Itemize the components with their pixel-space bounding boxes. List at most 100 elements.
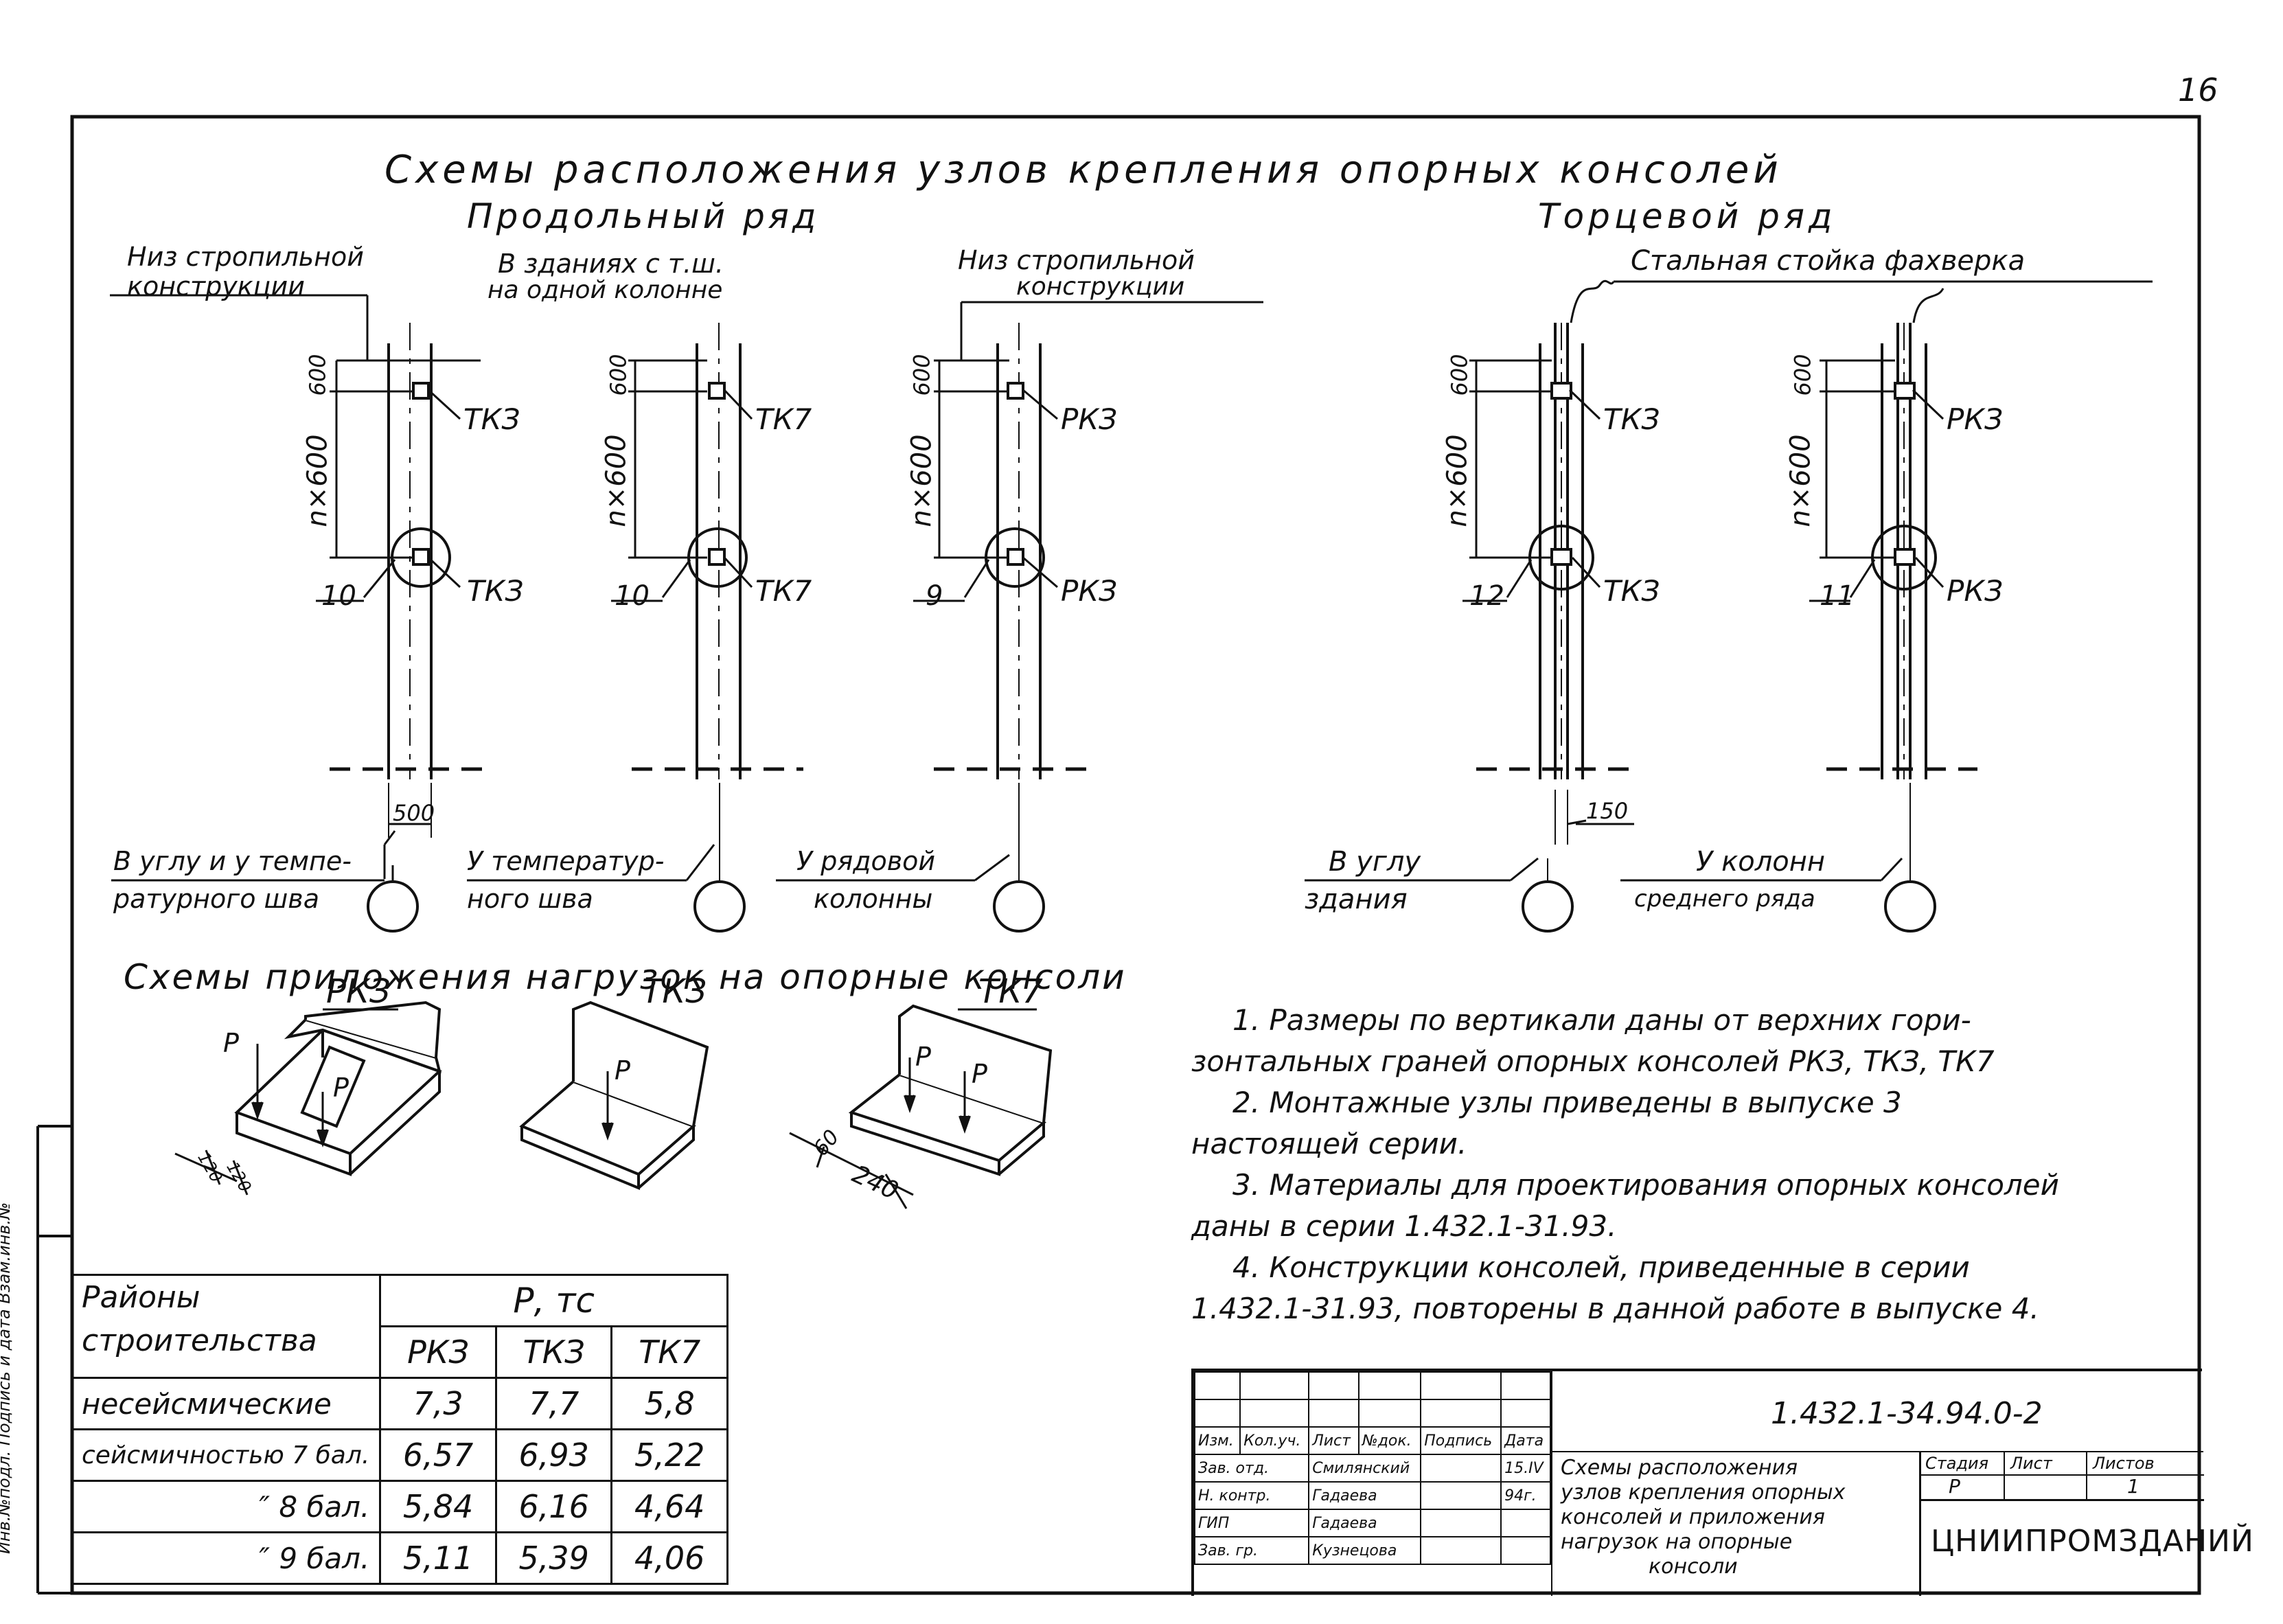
table-header-region-1: Районы <box>82 1280 200 1315</box>
col3-dim-top: 600 <box>908 354 935 396</box>
table-row: сейсмичностью 7 бал. 6,57 6,93 5,22 <box>72 1428 729 1482</box>
table-header-region-2: строительства <box>82 1323 317 1358</box>
column-scheme-4 <box>1305 279 2153 933</box>
col2-label-a: У температур- <box>467 846 665 876</box>
table-row-label: ″ 8 бал. <box>72 1480 382 1533</box>
table-row-label: несейсмические <box>72 1377 382 1430</box>
stage-value: Р <box>1949 1475 1960 1498</box>
col4-dim-top: 600 <box>1446 354 1473 396</box>
col4-dim-n: n×600 <box>1441 434 1473 527</box>
note-line: 3. Материалы для проектирования опорных … <box>1232 1168 2059 1202</box>
table-header-region: Районы строительства <box>72 1274 382 1379</box>
table-cell: 4,64 <box>610 1480 729 1533</box>
date: 15.IV <box>1500 1454 1551 1483</box>
col2-dim-top: 600 <box>605 354 632 396</box>
note-line: 1. Размеры по вертикали даны от верхних … <box>1232 1003 1971 1037</box>
col3-label-a: У рядовой <box>796 846 936 876</box>
col4-node: 12 <box>1469 580 1504 612</box>
stage-head: Стадия <box>1925 1454 1989 1473</box>
col3-node: 9 <box>926 580 943 612</box>
col5-label-b: среднего ряда <box>1634 885 1815 913</box>
tk7-force-1: P <box>915 1042 931 1072</box>
date <box>1500 1509 1551 1537</box>
callout-zdaniyah-b: на одной колонне <box>487 276 723 304</box>
table-cell: 4,06 <box>610 1531 729 1585</box>
rk3-force-2: P <box>333 1073 349 1103</box>
rk3-force-1: P <box>223 1028 239 1058</box>
col4-mark-bottom: ТКЗ <box>1603 574 1660 608</box>
revision-grid: Изм. Кол.уч. Лист №док. Подпись Дата Зав… <box>1193 1371 1551 1565</box>
console-rk3-name: РКЗ <box>326 972 391 1011</box>
table-cell: 6,16 <box>494 1480 613 1533</box>
column-scheme-2 <box>467 323 803 933</box>
table-cell: 5,39 <box>494 1531 613 1585</box>
col2-mark-top: ТК7 <box>755 402 812 436</box>
col2-mark-bottom: ТК7 <box>755 574 812 608</box>
col3-dim-n: n×600 <box>906 434 938 527</box>
doc-title-line: нагрузок на опорные <box>1561 1530 1793 1554</box>
table-row-label: сейсмичностью 7 бал. <box>72 1428 382 1482</box>
callout-niz-2b: конструкции <box>1016 273 1185 301</box>
page-title: Схемы расположения узлов крепления опорн… <box>385 148 1782 192</box>
table-cell: 5,22 <box>610 1428 729 1482</box>
dim-500: 500 <box>393 800 435 826</box>
col3-mark-bottom: РКЗ <box>1061 574 1118 608</box>
rev-head: Изм. <box>1193 1426 1241 1455</box>
rev-head: №док. <box>1357 1426 1422 1455</box>
col1-dim-n: n×600 <box>301 434 334 527</box>
dim-150: 150 <box>1586 798 1629 824</box>
signature-row: Зав. гр. Кузнецова <box>1193 1536 1551 1565</box>
role: Н. контр. <box>1193 1481 1310 1510</box>
date: 94г. <box>1500 1481 1551 1510</box>
col4-label-b: здания <box>1305 884 1408 915</box>
console-tk3-sketch <box>519 1000 709 1190</box>
tk3-force: P <box>615 1055 630 1086</box>
tk7-force-2: P <box>972 1059 987 1089</box>
callout-niz-1: Низ стропильной <box>127 242 364 272</box>
role: ГИП <box>1193 1509 1310 1537</box>
note-line: 4. Конструкции консолей, приведенные в с… <box>1232 1250 1970 1284</box>
note-line: зонтальных граней опорных консолей РКЗ, … <box>1191 1044 1995 1078</box>
organization: ЦНИИПРОМЗДАНИЙ <box>1931 1524 2254 1559</box>
sheets-head: Листов <box>2093 1454 2155 1473</box>
loads-title: Схемы приложения нагрузок на опорные кон… <box>124 957 1127 997</box>
callout-niz-2: Низ стропильной <box>958 245 1195 275</box>
table-col-head: ТКЗ <box>494 1325 613 1379</box>
col2-dim-n: n×600 <box>600 434 632 527</box>
load-table: Районы строительства Р, тс РКЗ ТКЗ ТК7 н… <box>72 1274 729 1585</box>
subtitle-longitudinal: Продольный ряд <box>467 196 820 236</box>
person: Кузнецова <box>1308 1536 1422 1565</box>
doc-title-line: консоли <box>1649 1555 1738 1579</box>
role: Зав. гр. <box>1193 1536 1310 1565</box>
page-number: 16 <box>2178 71 2218 108</box>
doc-title-line: консолей и приложения <box>1561 1505 1825 1529</box>
margin-stamp: Инв.№подл. Подпись и дата Взам.инв.№ <box>0 1202 14 1555</box>
doc-code: 1.432.1-34.94.0-2 <box>1771 1396 2043 1431</box>
person: Гадаева <box>1308 1481 1422 1510</box>
col2-node: 10 <box>615 580 650 612</box>
table-cell: 5,84 <box>379 1480 497 1533</box>
col5-label-a: У колонн <box>1696 846 1826 878</box>
role: Зав. отд. <box>1193 1454 1310 1483</box>
callout-zdaniyah: В зданиях с т.ш. <box>498 249 724 279</box>
column-scheme-1 <box>110 294 491 933</box>
console-tk7-sketch <box>789 1004 1053 1209</box>
signature-row: ГИП Гадаева <box>1193 1509 1551 1537</box>
col5-mark-bottom: РКЗ <box>1947 574 2004 608</box>
col1-mark-top: ТКЗ <box>463 402 520 436</box>
table-cell: 5,11 <box>379 1531 497 1585</box>
note-line: даны в серии 1.432.1-31.93. <box>1191 1209 1617 1243</box>
column-scheme-5 <box>1620 288 1977 933</box>
table-cell: 6,93 <box>494 1428 613 1482</box>
doc-title-line: Схемы расположения <box>1561 1456 1798 1480</box>
date <box>1500 1536 1551 1565</box>
rev-head: Лист <box>1308 1426 1360 1455</box>
table-cell: 7,3 <box>379 1377 497 1430</box>
note-line: 1.432.1-31.93, повторены в данной работе… <box>1191 1292 2039 1325</box>
table-cell: 6,57 <box>379 1428 497 1482</box>
rev-head: Кол.уч. <box>1239 1426 1310 1455</box>
table-col-head: ТК7 <box>610 1325 729 1379</box>
callout-niz-1b: конструкции <box>127 271 305 301</box>
rev-head: Подпись <box>1420 1426 1502 1455</box>
